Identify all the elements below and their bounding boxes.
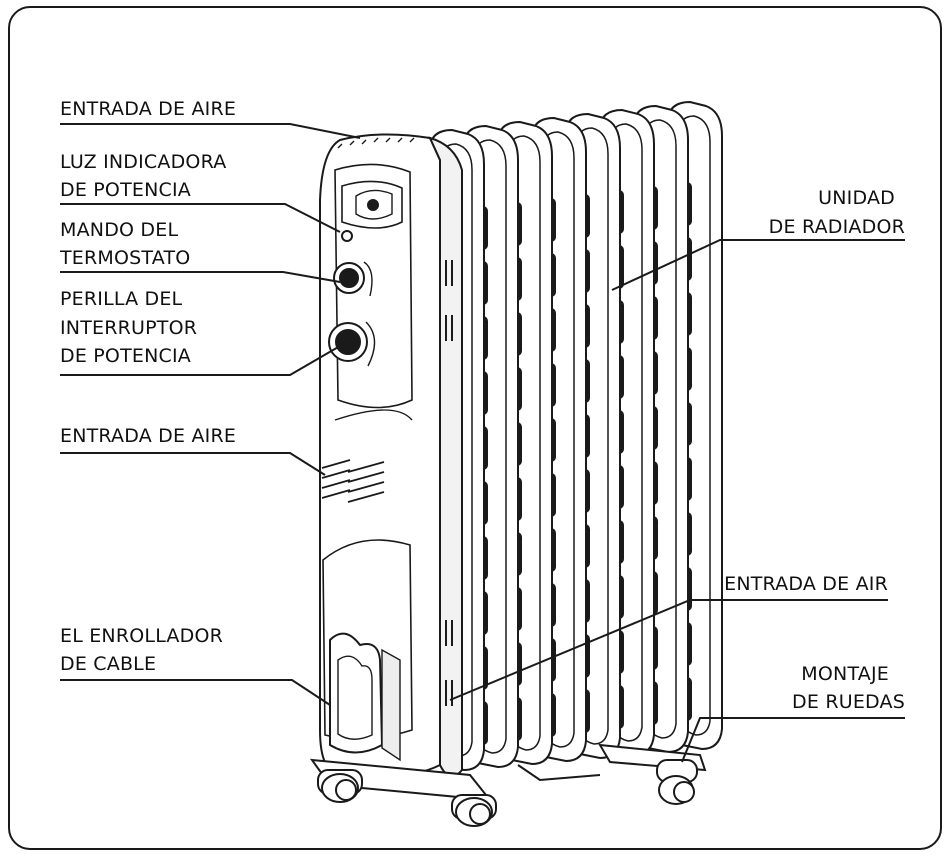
label-power-light-line2: DE POTENCIA <box>60 179 191 201</box>
label-air-inlet-top: ENTRADA DE AIRE <box>60 98 237 120</box>
label-radiator-unit-line2: DE RADIADOR <box>768 216 905 238</box>
label-air-inlet-mid: ENTRADA DE AIRE <box>60 425 237 447</box>
label-power-switch-line1: PERILLA DEL <box>60 288 183 310</box>
leader-lines <box>60 123 905 763</box>
label-wheels-line1: MONTAJE <box>801 663 889 685</box>
side-vents <box>439 260 453 706</box>
label-cord-wrap-line1: EL ENROLLADOR <box>60 625 223 647</box>
label-power-light-line1: LUZ INDICADORA <box>60 151 227 173</box>
label-cord-wrap-line2: DE CABLE <box>60 653 157 675</box>
control-panel <box>319 133 463 778</box>
label-thermostat-line1: MANDO DEL <box>60 219 179 241</box>
label-power-switch-line3: DE POTENCIA <box>60 345 191 367</box>
label-radiator-unit-line1: UNIDAD <box>818 187 895 209</box>
radiator-fins <box>429 100 723 772</box>
wheel-base <box>309 743 707 827</box>
label-wheels-line2: DE RUEDAS <box>792 691 905 713</box>
label-thermostat-line2: TERMOSTATO <box>60 247 191 269</box>
label-air-inlet-bottom: ENTRADA DE AIR <box>724 573 888 595</box>
label-power-switch-line2: INTERRUPTOR <box>60 317 198 339</box>
